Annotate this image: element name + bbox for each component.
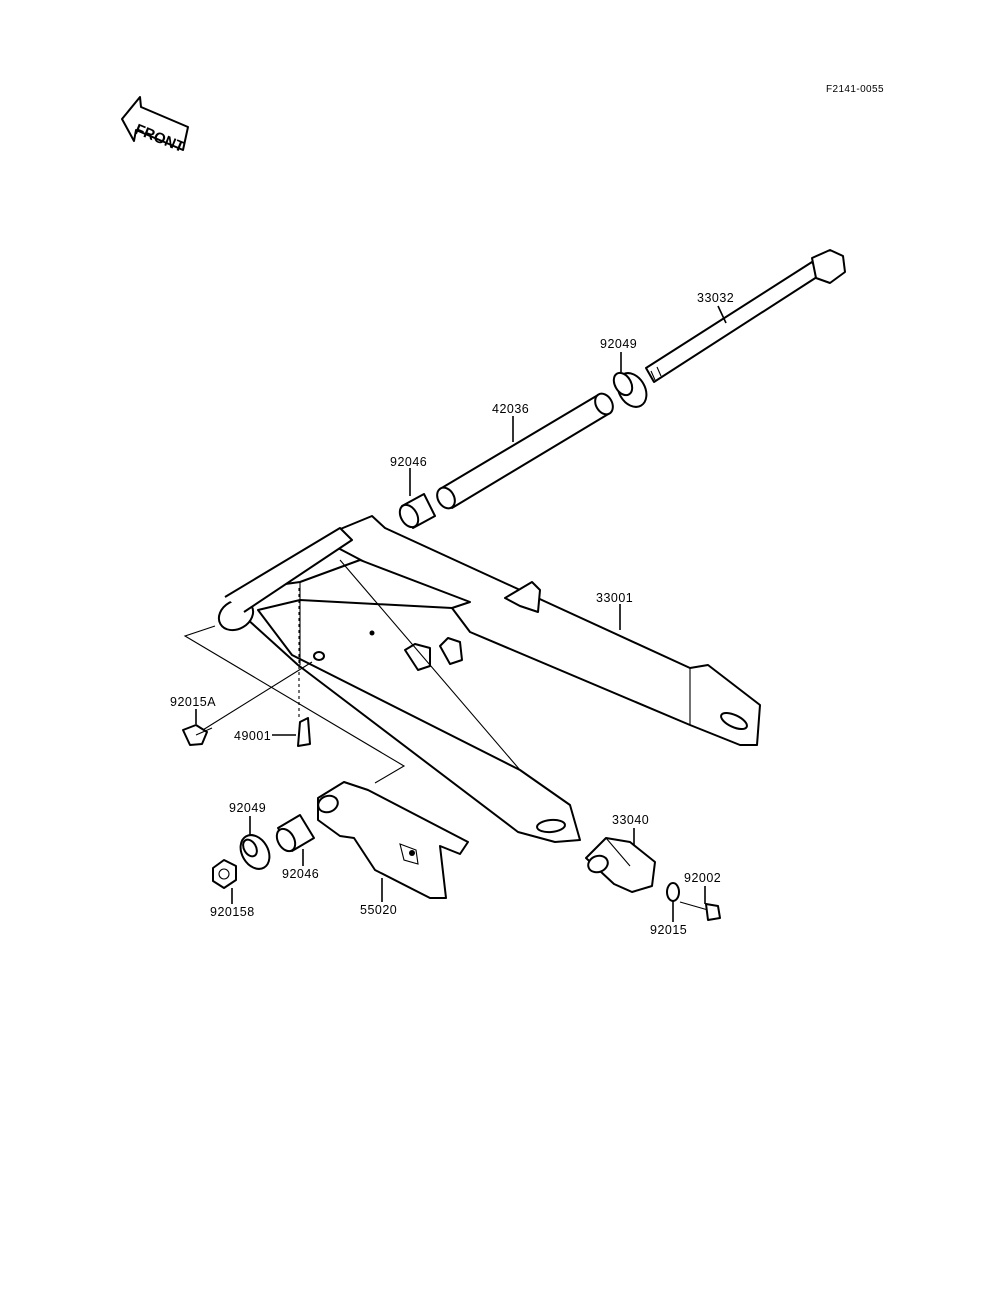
callout-55020: 55020 — [360, 903, 397, 917]
sleeve-42036 — [436, 392, 614, 510]
callout-92015: 92015 — [650, 923, 687, 937]
callout-92046-lower: 92046 — [282, 867, 319, 881]
callout-92049-top: 92049 — [600, 337, 637, 351]
grease-nipple-assembly-line — [197, 661, 313, 734]
bolt-92002 — [679, 901, 721, 921]
callout-42036: 42036 — [492, 402, 529, 416]
bolt-92015A — [182, 724, 213, 746]
needle-bearing-92046-top — [398, 493, 436, 529]
callout-33032: 33032 — [697, 291, 734, 305]
nut-92015 — [666, 882, 680, 902]
callout-92002: 92002 — [684, 871, 721, 885]
callout-920158: 920158 — [210, 905, 255, 919]
pivot-shaft-33032 — [645, 249, 846, 383]
chain-adjuster-33040 — [585, 837, 656, 893]
callout-92049-lower: 92049 — [229, 801, 266, 815]
leader-33032 — [717, 305, 727, 324]
needle-bearing-92046-lower — [275, 814, 315, 853]
collar-92049-top — [612, 371, 648, 408]
diagram-reference-code: F2141-0055 — [826, 84, 884, 95]
callout-33040: 33040 — [612, 813, 649, 827]
chain-guide-55020 — [317, 781, 469, 899]
callout-33001: 33001 — [596, 591, 633, 605]
nut-920158 — [212, 859, 237, 889]
swingarm-33001 — [217, 515, 761, 843]
callout-49001: 49001 — [234, 729, 271, 743]
collar-92049-lower — [239, 834, 271, 870]
callout-92046-top: 92046 — [390, 455, 427, 469]
grease-nipple-49001 — [297, 717, 311, 747]
chain-guide-assembly-line — [183, 625, 406, 784]
callout-92015A: 92015A — [170, 695, 216, 709]
front-direction-arrow: FRONT — [121, 96, 189, 156]
